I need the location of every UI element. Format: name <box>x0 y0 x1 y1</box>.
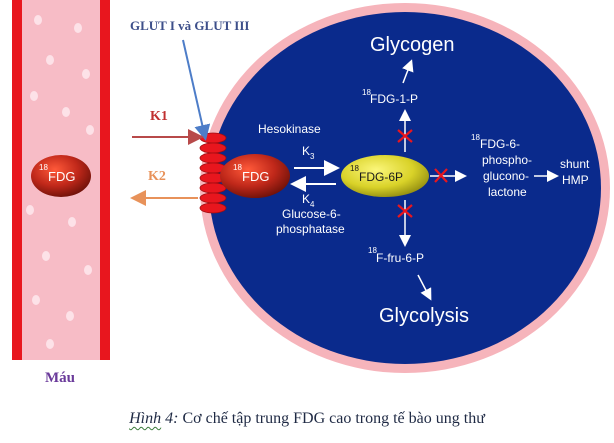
shunt-label-line2: HMP <box>562 173 589 187</box>
glycogen-label: Glycogen <box>370 34 455 56</box>
shunt-label-line1: shunt <box>560 157 590 171</box>
hexokinase-label: Hesokinase <box>258 122 321 136</box>
fdg1p-label: 18 FDG-1-P <box>362 88 418 106</box>
ffru-label: 18 F-fru-6-P <box>368 246 424 265</box>
svg-text:lactone: lactone <box>488 185 527 199</box>
svg-text:18: 18 <box>471 133 480 142</box>
fdg6p-sup: 18 <box>350 164 359 173</box>
k4-label: K 4 <box>302 192 315 209</box>
caption-figure-number: 4: <box>161 410 179 427</box>
lactone-label: 18 FDG-6- phospho- glucono- lactone <box>471 133 532 199</box>
k2-label: K2 <box>148 169 166 184</box>
glycolysis-label: Glycolysis <box>379 305 469 327</box>
svg-text:glucono-: glucono- <box>483 169 529 183</box>
blood-cells <box>26 15 94 349</box>
fdg6p-label: FDG-6P <box>359 170 403 184</box>
inhibit-x-icon <box>434 168 448 183</box>
svg-text:18: 18 <box>362 88 371 97</box>
svg-text:4: 4 <box>310 200 315 209</box>
fdg6p-molecule: 18 FDG-6P <box>341 155 429 197</box>
fdg-cell-molecule: 18 FDG <box>220 154 290 198</box>
svg-text:F-fru-6-P: F-fru-6-P <box>376 251 424 265</box>
glucose6-label-line2: phosphatase <box>276 222 345 236</box>
fdg-cell-label: FDG <box>242 169 269 184</box>
svg-text:FDG-6-: FDG-6- <box>480 137 520 151</box>
blood-label: Máu <box>45 370 75 386</box>
caption-figure-word: Hình <box>129 410 162 427</box>
svg-text:phospho-: phospho- <box>482 153 532 167</box>
inhibit-x-icon <box>397 204 413 218</box>
fdg-blood-sup: 18 <box>39 163 48 172</box>
svg-text:FDG-1-P: FDG-1-P <box>370 92 418 106</box>
fdg-cell-sup: 18 <box>233 163 242 172</box>
glut-label: GLUT I và GLUT III <box>130 18 249 33</box>
glucose6-label-line1: Glucose-6- <box>282 207 341 221</box>
fdg-blood-label: FDG <box>48 169 75 184</box>
caption-text: Cơ chế tập trung FDG cao trong tế bào un… <box>178 410 485 427</box>
svg-text:K: K <box>302 144 310 158</box>
inhibit-x-icon <box>397 129 413 143</box>
figure-caption: Hình 4: Cơ chế tập trung FDG cao trong t… <box>0 410 614 428</box>
fdg-blood-molecule: 18 FDG <box>31 155 91 197</box>
k1-label: K1 <box>150 109 168 124</box>
svg-text:K: K <box>302 192 310 206</box>
glycogen-arrow <box>402 59 414 84</box>
glut-pointer-arrow <box>182 39 211 141</box>
svg-text:18: 18 <box>368 246 377 255</box>
k3-label: K 3 <box>302 144 315 161</box>
svg-text:3: 3 <box>310 152 315 161</box>
glycolysis-arrow <box>417 274 432 301</box>
